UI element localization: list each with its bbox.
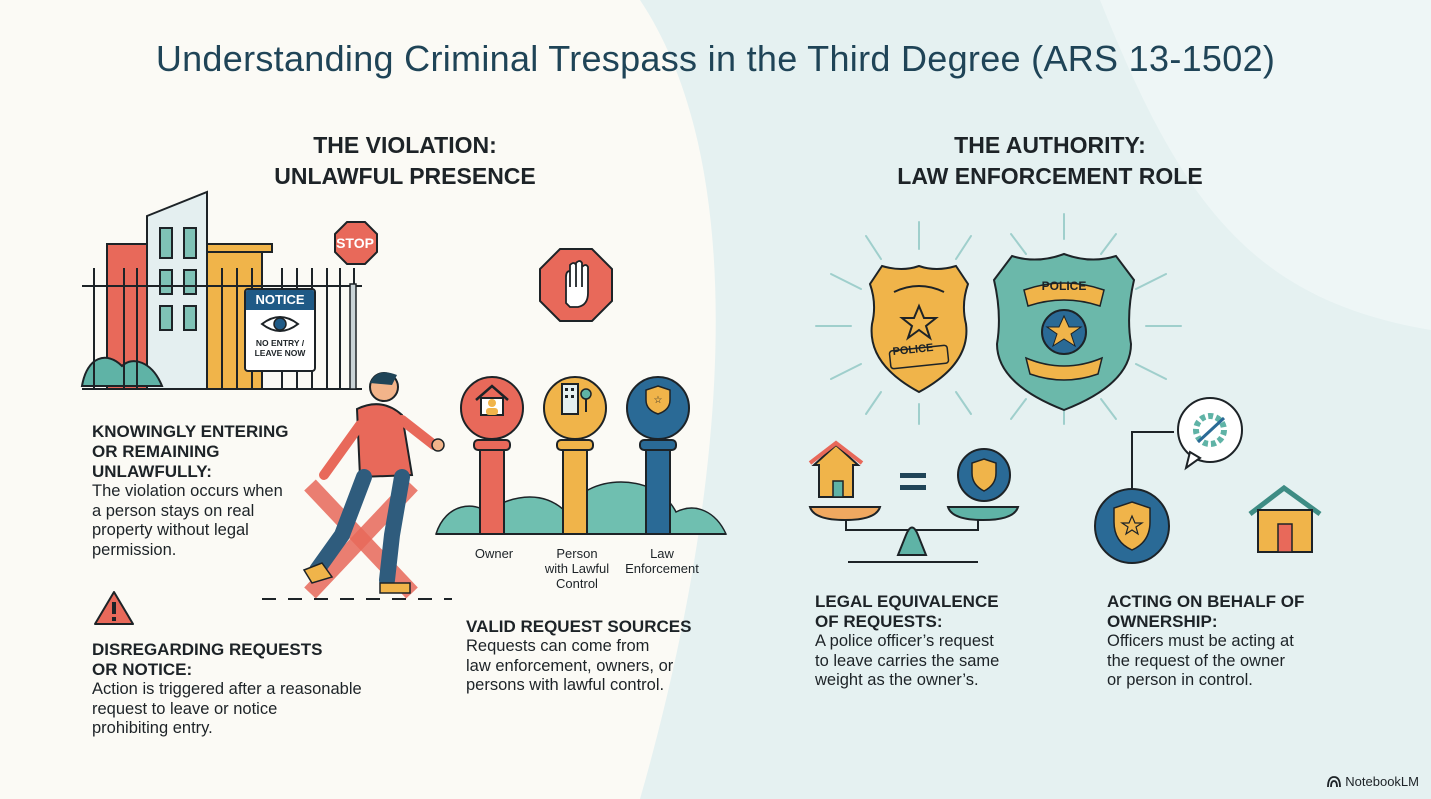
disregarding-body-line3: prohibiting entry. [92,719,213,737]
warning-icon [94,591,134,625]
walking-person-illustration [262,372,452,600]
valid-sources-block: VALID REQUEST SOURCES Requests can come … [466,617,726,696]
pillar-label-law-line2: Enforcement [625,561,699,576]
brand-label: NotebookLM [1345,774,1419,789]
knowingly-body-line3: property without legal [92,521,249,539]
notice-header: NOTICE [246,290,314,310]
acting-on-behalf-illustration [1094,397,1322,564]
valid-sources-body-line2: law enforcement, owners, or [466,656,674,675]
building-key-icon [561,383,592,415]
valid-sources-body-line3: persons with lawful control. [466,676,665,694]
legal-equivalence-block: LEGAL EQUIVALENCE OF REQUESTS: A police … [815,592,1075,691]
behalf-body-line2: the request of the owner [1107,651,1285,670]
violation-heading-line1: THE VIOLATION: [313,132,497,158]
disregarding-heading-line2: OR NOTICE: [92,660,193,679]
authority-heading-line2: LAW ENFORCEMENT ROLE [897,163,1203,189]
notice-sign: NOTICE NO ENTRY / LEAVE NOW [244,288,316,372]
disregarding-block: DISREGARDING REQUESTS OR NOTICE: Action … [92,640,412,739]
behalf-heading-line1: ACTING ON BEHALF OF [1107,592,1305,611]
pillar-label-person-line3: Control [556,576,598,591]
hand-stop-icon [539,248,613,322]
stop-sign-label: STOP [336,235,374,251]
knowingly-entering-block: KNOWINGLY ENTERING OR REMAINING UNLAWFUL… [92,422,322,560]
equivalence-heading-line1: LEGAL EQUIVALENCE [815,592,999,611]
equivalence-body-line3: weight as the owner’s. [815,671,979,689]
house-person-icon [475,384,509,416]
valid-sources-body-line1: Requests can come from [466,637,650,655]
behalf-heading-line2: OWNERSHIP: [1107,612,1218,631]
equivalence-body-line1: A police officer’s request [815,632,994,650]
behalf-body-line1: Officers must be acting at [1107,632,1294,650]
notebooklm-logo-icon [1327,775,1342,787]
notice-line1: NO ENTRY / [255,338,305,348]
notice-line2: LEAVE NOW [254,348,306,358]
pillar-label-person-line2: with Lawful [544,561,610,576]
knowingly-body-line2: a person stays on real [92,501,255,520]
authority-heading: THE AUTHORITY: LAW ENFORCEMENT ROLE [840,130,1260,192]
pillar-label-person: Person with Lawful Control [535,546,619,591]
police-badges-illustration [815,213,1182,425]
balance-scale-illustration [808,440,1020,563]
pillar-label-owner-line1: Owner [474,546,514,561]
building-fence-illustration [80,190,378,390]
valid-sources-heading: VALID REQUEST SOURCES [466,617,692,636]
knowingly-heading-line3: UNLAWFULLY: [92,462,212,481]
pillar-label-owner: Owner [462,546,526,561]
knowingly-body-line4: permission. [92,540,177,559]
notebooklm-brand: NotebookLM [1327,774,1419,789]
page-title: Understanding Criminal Trespass in the T… [155,38,1276,79]
knowingly-heading-line2: OR REMAINING [92,442,220,461]
authority-heading-line1: THE AUTHORITY: [954,132,1146,158]
equivalence-body-line2: to leave carries the same [815,651,1000,670]
acting-on-behalf-block: ACTING ON BEHALF OF OWNERSHIP: Officers … [1107,592,1367,691]
knowingly-body-line1: The violation occurs when [92,482,283,500]
disregarding-heading-line1: DISREGARDING REQUESTS [92,640,323,659]
violation-heading-line2: UNLAWFUL PRESENCE [274,163,536,189]
badge-icon: ☆ [645,385,671,415]
disregarding-body-line2: request to leave or notice [92,699,278,718]
disregarding-body-line1: Action is triggered after a reasonable [92,680,362,698]
eye-icon [260,316,300,332]
pillar-label-law: Law Enforcement [618,546,706,576]
violation-heading: THE VIOLATION: UNLAWFUL PRESENCE [200,130,610,192]
knowingly-heading-line1: KNOWINGLY ENTERING [92,422,289,441]
pillar-label-person-line1: Person [556,546,598,561]
behalf-body-line3: or person in control. [1107,671,1253,689]
equivalence-heading-line2: OF REQUESTS: [815,612,943,631]
svg-text:☆: ☆ [654,395,663,406]
pillar-label-law-line1: Law [650,546,674,561]
teal-badge-text: POLICE [1041,279,1087,293]
